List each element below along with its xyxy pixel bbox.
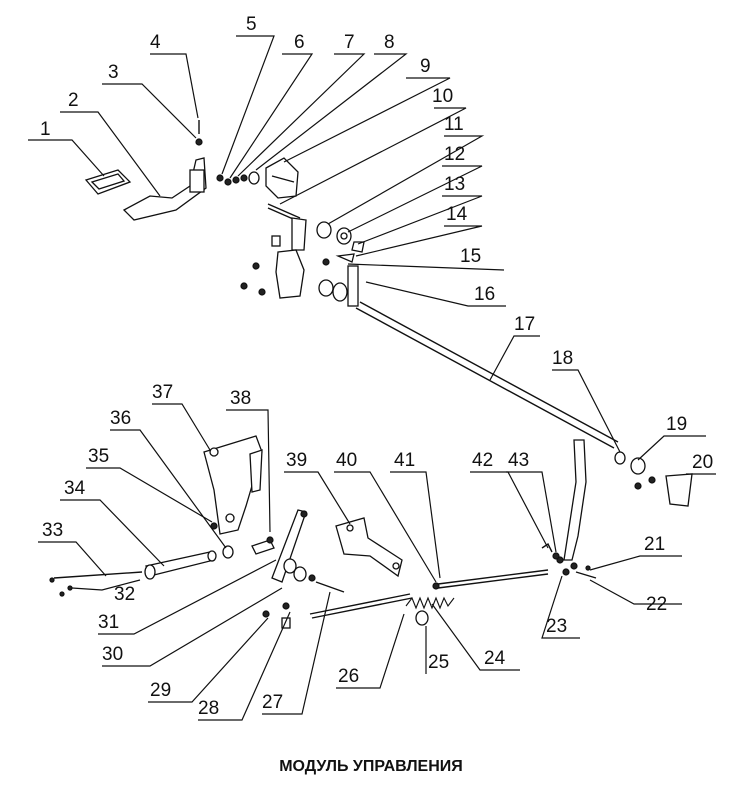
callout-17: 17: [514, 314, 535, 335]
callout-42: 42: [472, 450, 493, 471]
pedal-arm: [122, 157, 207, 221]
vertical-lever-23: [556, 439, 587, 576]
shaft-10: [267, 203, 307, 251]
clip-42-43: [541, 542, 560, 560]
callout-20: 20: [692, 452, 713, 473]
bushings-11-13: [316, 221, 365, 253]
callout-6: 6: [294, 32, 305, 53]
callout-18: 18: [552, 348, 573, 369]
callout-36: 36: [110, 408, 131, 429]
callout-14: 14: [446, 204, 468, 225]
callout-16: 16: [474, 284, 495, 305]
rod-27: [315, 581, 345, 593]
callout-24: 24: [484, 648, 506, 669]
callout-35: 35: [88, 446, 109, 467]
callout-40: 40: [336, 450, 357, 471]
pedal-pad: [84, 169, 132, 195]
callout-9: 9: [420, 56, 431, 77]
rod-end-18-20: [614, 451, 693, 507]
bracket-9: [265, 157, 299, 199]
callout-3: 3: [108, 62, 119, 83]
mount-bracket: [240, 235, 305, 299]
lever-30-31: [271, 509, 316, 583]
callout-25: 25: [428, 652, 449, 673]
pin-38: [251, 536, 275, 555]
callout-2: 2: [68, 90, 79, 111]
callout-leaders: [28, 35, 716, 721]
callout-34: 34: [64, 478, 86, 499]
callout-39: 39: [286, 450, 307, 471]
diagram-caption: МОДУЛЬ УПРАВЛЕНИЯ: [279, 758, 463, 775]
bracket-39: [335, 517, 403, 578]
nut-25: [415, 610, 429, 626]
bracket-37: [203, 435, 263, 535]
callout-13: 13: [444, 174, 465, 195]
callout-31: 31: [98, 612, 119, 633]
callout-5: 5: [246, 14, 257, 35]
callout-19: 19: [666, 414, 687, 435]
callout-10: 10: [432, 86, 453, 107]
long-rod-17: [355, 301, 619, 449]
callout-22: 22: [646, 594, 667, 615]
bolt-3-4: [195, 120, 203, 146]
rod-26: [309, 593, 413, 619]
callout-32: 32: [114, 584, 135, 605]
fasteners-28-29: [262, 602, 291, 629]
callout-30: 30: [102, 644, 123, 665]
nuts-35-36: [210, 522, 234, 559]
callout-26: 26: [338, 666, 359, 687]
callout-11: 11: [444, 114, 464, 135]
callout-15: 15: [460, 246, 481, 267]
spring-24: [405, 596, 455, 610]
diagram-drawing: 1 2 3 4 5 6 7 8 9 10 11 12 13 14 15 16 1…: [28, 14, 716, 721]
callout-4: 4: [150, 32, 161, 53]
callout-37: 37: [152, 382, 173, 403]
rings-14-16: [318, 253, 359, 307]
cable-33-34: [49, 550, 217, 597]
callout-33: 33: [42, 520, 63, 541]
callout-labels: 1 2 3 4 5 6 7 8 9 10 11 12 13 14 15 16 1…: [40, 14, 713, 719]
callout-43: 43: [508, 450, 529, 471]
callout-29: 29: [150, 680, 171, 701]
washers-5-8: [216, 171, 260, 186]
callout-28: 28: [198, 698, 219, 719]
callout-27: 27: [262, 692, 283, 713]
callout-38: 38: [230, 388, 251, 409]
callout-21: 21: [644, 534, 665, 555]
callout-1: 1: [40, 119, 51, 140]
callout-8: 8: [384, 32, 395, 53]
callout-41: 41: [394, 450, 415, 471]
pins-21-22: [575, 565, 597, 579]
callout-23: 23: [546, 616, 567, 637]
callout-7: 7: [344, 32, 355, 53]
rod-41-40: [432, 569, 549, 590]
callout-12: 12: [444, 144, 465, 165]
